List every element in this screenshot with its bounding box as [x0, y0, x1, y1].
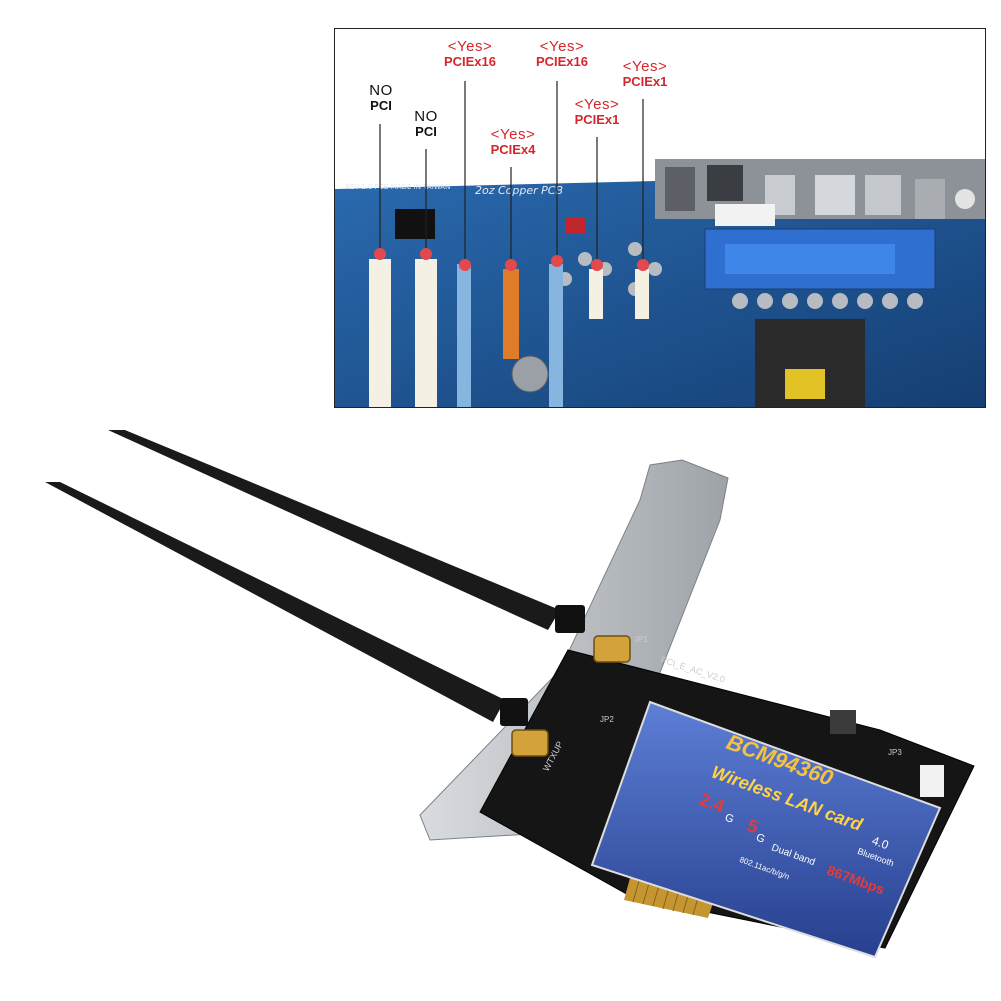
wifi-card-product: BCM94360 Wireless LAN card 2.4 G 5 G Dua…: [0, 410, 1001, 1001]
jp3-label: JP3: [888, 748, 902, 757]
slot-label-2: NO PCI: [409, 109, 443, 138]
sma-connectors: [511, 635, 631, 757]
slot-label-4: <Yes> PCIEx4: [481, 127, 545, 156]
slot-answer: <Yes>: [574, 96, 620, 113]
slot-label-1: NO PCI: [365, 83, 397, 112]
jp2-label: JP2: [600, 715, 614, 724]
band-5-unit: G: [754, 831, 766, 845]
slot-answer: <Yes>: [447, 38, 493, 55]
slot-answer: NO: [414, 108, 438, 125]
slot-type: PCIEx16: [443, 53, 497, 69]
slot-label-5: <Yes> PCIEx16: [527, 39, 597, 68]
slot-type: PCI: [415, 123, 437, 139]
band-24-unit: G: [723, 812, 735, 826]
motherboard-photo: 2oz Copper PCB REV 1.0 PCB MADE IN TAIWA…: [335, 81, 985, 407]
slot-type: PCIEx4: [490, 141, 536, 157]
card-label-sticker: [590, 700, 942, 959]
slot-label-3: <Yes> PCIEx16: [435, 39, 505, 68]
jp1-label: JP1: [634, 635, 648, 644]
antenna-1: [108, 430, 585, 633]
slot-type: PCIEx1: [622, 73, 668, 89]
board-text: 2oz Copper PCB: [475, 184, 563, 197]
wifi-card-photo: BCM94360 Wireless LAN card 2.4 G 5 G Dua…: [45, 430, 975, 959]
motherboard-inset: 2oz Copper PCB REV 1.0 PCB MADE IN TAIWA…: [334, 28, 986, 408]
slot-answer: <Yes>: [490, 126, 536, 143]
slot-type: PCIEx1: [574, 111, 620, 127]
slot-answer: <Yes>: [539, 38, 585, 55]
slot-type: PCIEx16: [535, 53, 589, 69]
metal-bracket: [419, 459, 729, 841]
bt-header: [920, 765, 944, 797]
slot-label-7: <Yes> PCIEx1: [613, 59, 677, 88]
bt-version: 4.0: [870, 833, 891, 852]
slot-type: PCI: [370, 97, 392, 113]
board-top-text: REV 1.0 PCB MADE IN TAIWAN: [345, 183, 450, 191]
slot-answer: NO: [369, 82, 393, 99]
antenna-2: [45, 482, 528, 726]
slot-answer: <Yes>: [622, 58, 668, 75]
slot-label-6: <Yes> PCIEx1: [565, 97, 629, 126]
